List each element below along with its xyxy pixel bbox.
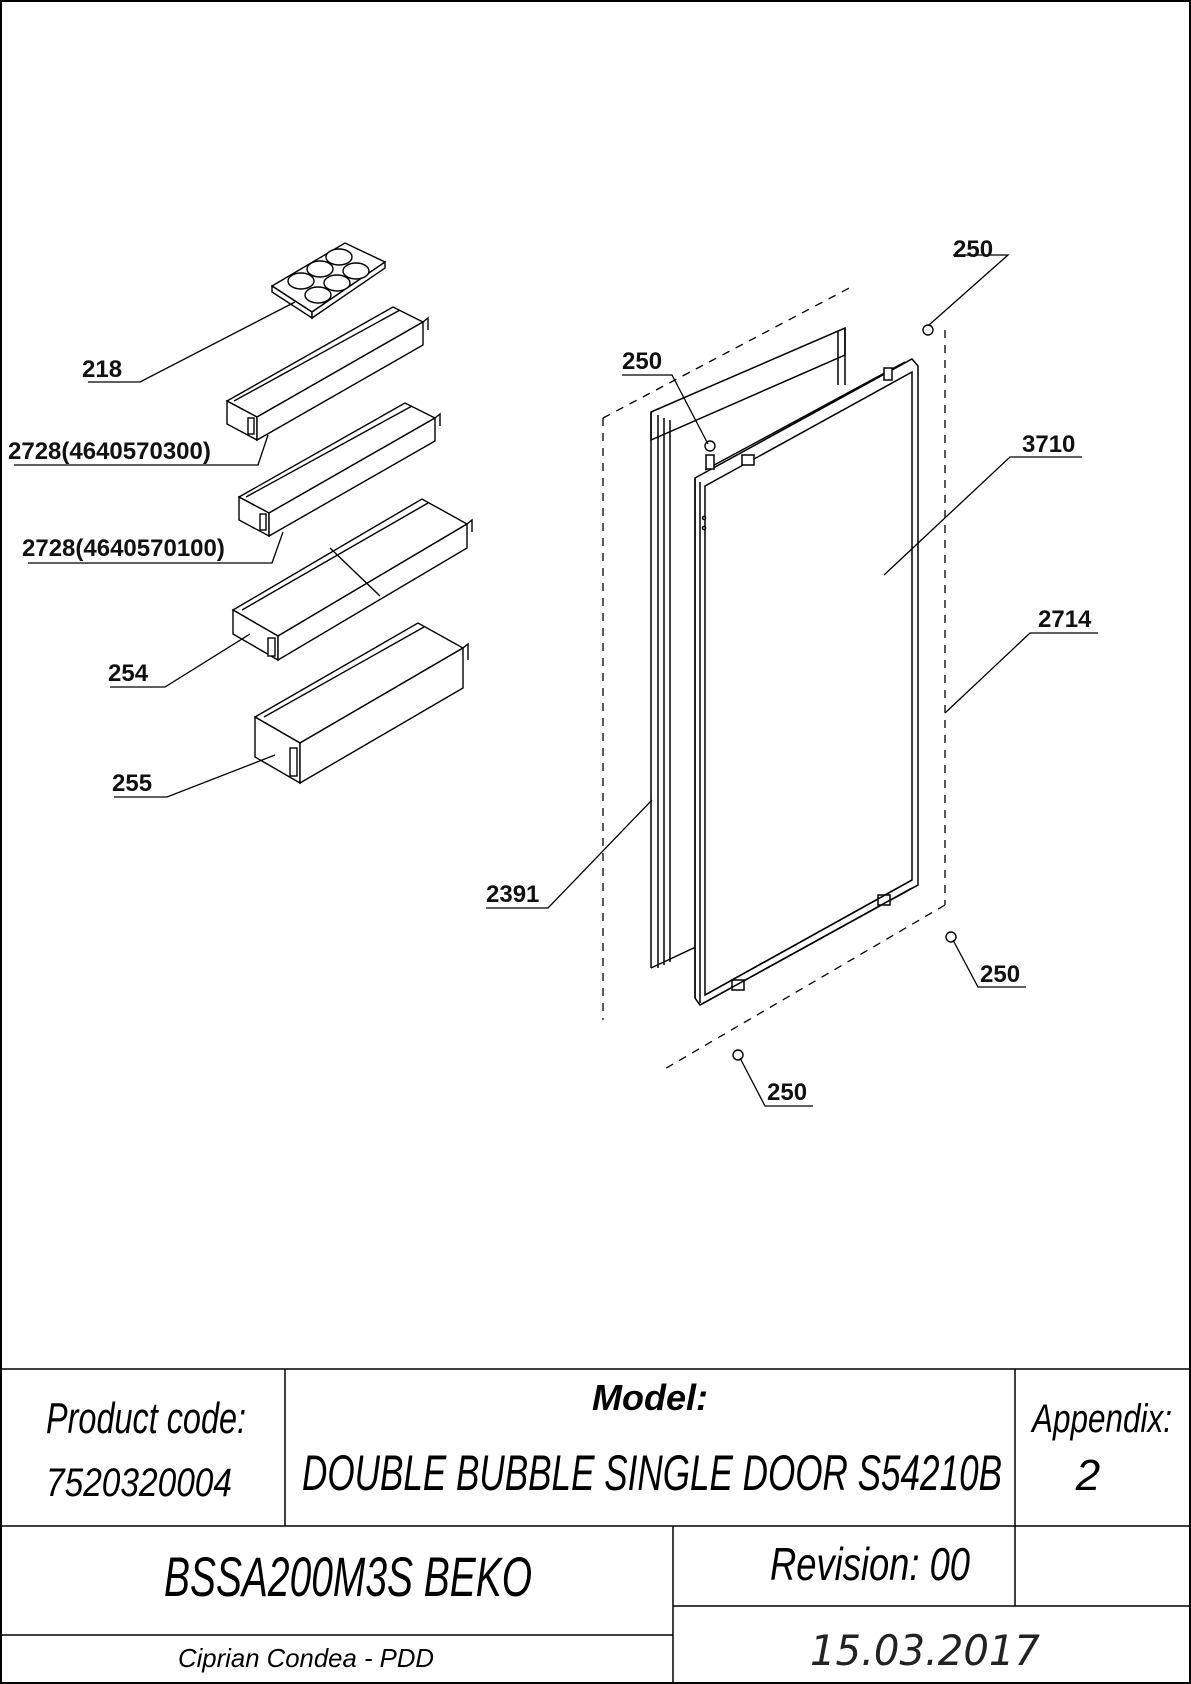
- revision: Revision: 00: [770, 1538, 970, 1590]
- callout-2391: 2391: [486, 881, 539, 908]
- callout-254: 254: [108, 660, 149, 687]
- product-name: BSSA200M3S BEKO: [164, 1545, 532, 1608]
- bottle-balcony: [253, 622, 469, 785]
- callout-250-bottom: 250: [767, 1079, 807, 1106]
- door-gasket-part: [650, 326, 846, 969]
- door-balcony-middle: [237, 402, 441, 538]
- callout-255: 255: [112, 770, 152, 797]
- callout-3710: 3710: [1022, 431, 1075, 458]
- model-label: Model:: [592, 1377, 708, 1418]
- door-inner-panel-part: [694, 358, 919, 1006]
- appendix-value: 2: [1075, 1451, 1100, 1500]
- callout-218: 218: [82, 356, 122, 383]
- date: 15.03.2017: [810, 1626, 1040, 1675]
- model-value: DOUBLE BUBBLE SINGLE DOOR S54210B: [302, 1445, 1002, 1501]
- door-balcony-upper: [225, 306, 429, 442]
- product-code-label: Product code:: [46, 1394, 246, 1443]
- callout-2728-upper: 2728(4640570300): [8, 438, 211, 465]
- callout-250-top-left: 250: [622, 348, 662, 375]
- egg-tray-part: [270, 242, 387, 320]
- author: Ciprian Condea - PDD: [178, 1643, 434, 1673]
- callout-250-top-right: 250: [953, 236, 993, 263]
- door-panel-outline: [602, 284, 946, 1071]
- leader-lines: [14, 254, 1098, 1107]
- appendix-label: Appendix:: [1030, 1397, 1172, 1441]
- product-code-value: 7520320004: [46, 1461, 232, 1505]
- door-balcony-large: [231, 498, 473, 662]
- callout-2714: 2714: [1038, 606, 1092, 633]
- callout-2728-middle: 2728(4640570100): [22, 535, 225, 562]
- title-block: [1, 1368, 1190, 1683]
- callout-250-bottom-right: 250: [980, 961, 1020, 988]
